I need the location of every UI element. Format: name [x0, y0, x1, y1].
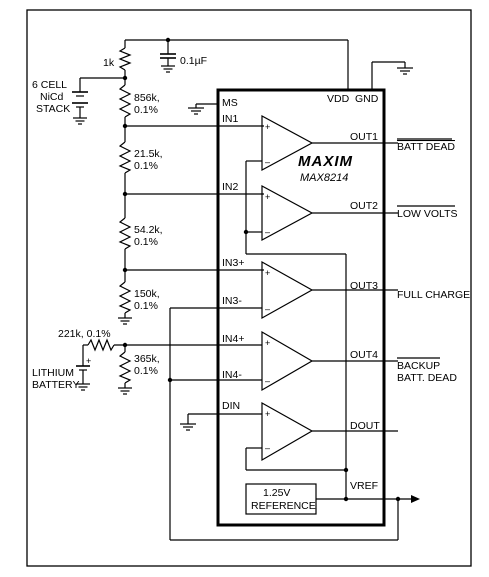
svg-text:+: + [265, 268, 270, 278]
pin-gnd: GND [355, 93, 379, 105]
r1-tol: 0.1% [134, 104, 158, 116]
svg-text:–: – [265, 304, 270, 314]
capacitor-0-1uf [160, 40, 176, 73]
divider-column [118, 40, 132, 325]
pin-in3p: IN3+ [222, 257, 244, 269]
diagram-frame [26, 9, 472, 567]
resistor-54-2k [118, 217, 132, 250]
svg-text:–: – [265, 157, 270, 167]
pin-din: DIN [222, 400, 240, 412]
lithium-network [76, 338, 218, 395]
resistor-21-5k [118, 141, 132, 174]
svg-text:+: + [265, 338, 270, 348]
r6-tol: 0.1% [134, 365, 158, 377]
reference-line1: 1.25V [263, 487, 290, 499]
gnd-pin-ground [371, 61, 413, 90]
pin-dout: DOUT [350, 420, 380, 432]
din-ground [180, 414, 196, 431]
pin-out1: OUT1 [350, 131, 378, 143]
comparator-4 [218, 330, 398, 392]
r3-value: 54.2k, [134, 224, 163, 236]
pin-out3: OUT3 [350, 280, 378, 292]
output-batt-dead-backup: BATT. DEAD [397, 372, 457, 384]
output-low-volts: LOW VOLTS [397, 208, 457, 220]
pin-in4m: IN4- [222, 369, 242, 381]
r4-value: 150k, [134, 288, 160, 300]
output-backup: BACKUP [397, 360, 440, 372]
ms-ground [188, 103, 218, 115]
pin-vref: VREF [350, 480, 378, 492]
r5-label: 221k, 0.1% [58, 328, 111, 340]
svg-text:–: – [265, 227, 270, 237]
comparator-2 [246, 184, 398, 242]
resistor-150k [118, 281, 132, 314]
resistor-365k [118, 351, 132, 384]
part-number: MAX8214 [300, 172, 348, 184]
comparator-3 [218, 260, 398, 320]
r6-value: 365k, [134, 353, 160, 365]
r3-tol: 0.1% [134, 236, 158, 248]
vref-arrow-icon [411, 495, 420, 503]
r2-value: 21.5k, [134, 148, 163, 160]
battery2-line2: BATTERY [32, 379, 79, 391]
maxim-logo: MAXIM [298, 153, 353, 170]
nicd-battery-symbol [72, 77, 125, 125]
comparator-1 [246, 114, 398, 172]
battery2-line1: LITHIUM [32, 367, 74, 379]
pin-ms: MS [222, 97, 238, 109]
svg-text:+: + [265, 192, 270, 202]
pin-in2: IN2 [222, 181, 239, 193]
r2-tol: 0.1% [134, 160, 158, 172]
pin-in1: IN1 [222, 113, 239, 125]
resistor-856k [118, 84, 132, 118]
battery1-line3: STACK [36, 103, 70, 115]
svg-text:+: + [265, 409, 270, 419]
svg-text:+: + [86, 356, 91, 366]
battery1-line1: 6 CELL [32, 79, 67, 91]
resistor-1k [118, 47, 132, 71]
pin-in3m: IN3- [222, 295, 242, 307]
svg-text:+: + [265, 122, 270, 132]
output-batt-dead: BATT DEAD [397, 141, 455, 153]
r-top-label: 1k [103, 57, 115, 69]
resistor-221k [87, 338, 115, 352]
r4-tol: 0.1% [134, 300, 158, 312]
r1-value: 856k, [134, 92, 160, 104]
svg-text:–: – [265, 376, 270, 386]
svg-text:–: – [265, 443, 270, 453]
cap-label: 0.1µF [180, 55, 207, 67]
reference-line2: REFERENCE [251, 500, 316, 512]
comparator-5 [188, 401, 398, 471]
pin-in4p: IN4+ [222, 333, 244, 345]
pin-vdd: VDD [327, 93, 350, 105]
pin-out4: OUT4 [350, 349, 378, 361]
output-full-charge: FULL CHARGE [397, 289, 470, 301]
battery1-line2: NiCd [40, 91, 63, 103]
pin-out2: OUT2 [350, 200, 378, 212]
